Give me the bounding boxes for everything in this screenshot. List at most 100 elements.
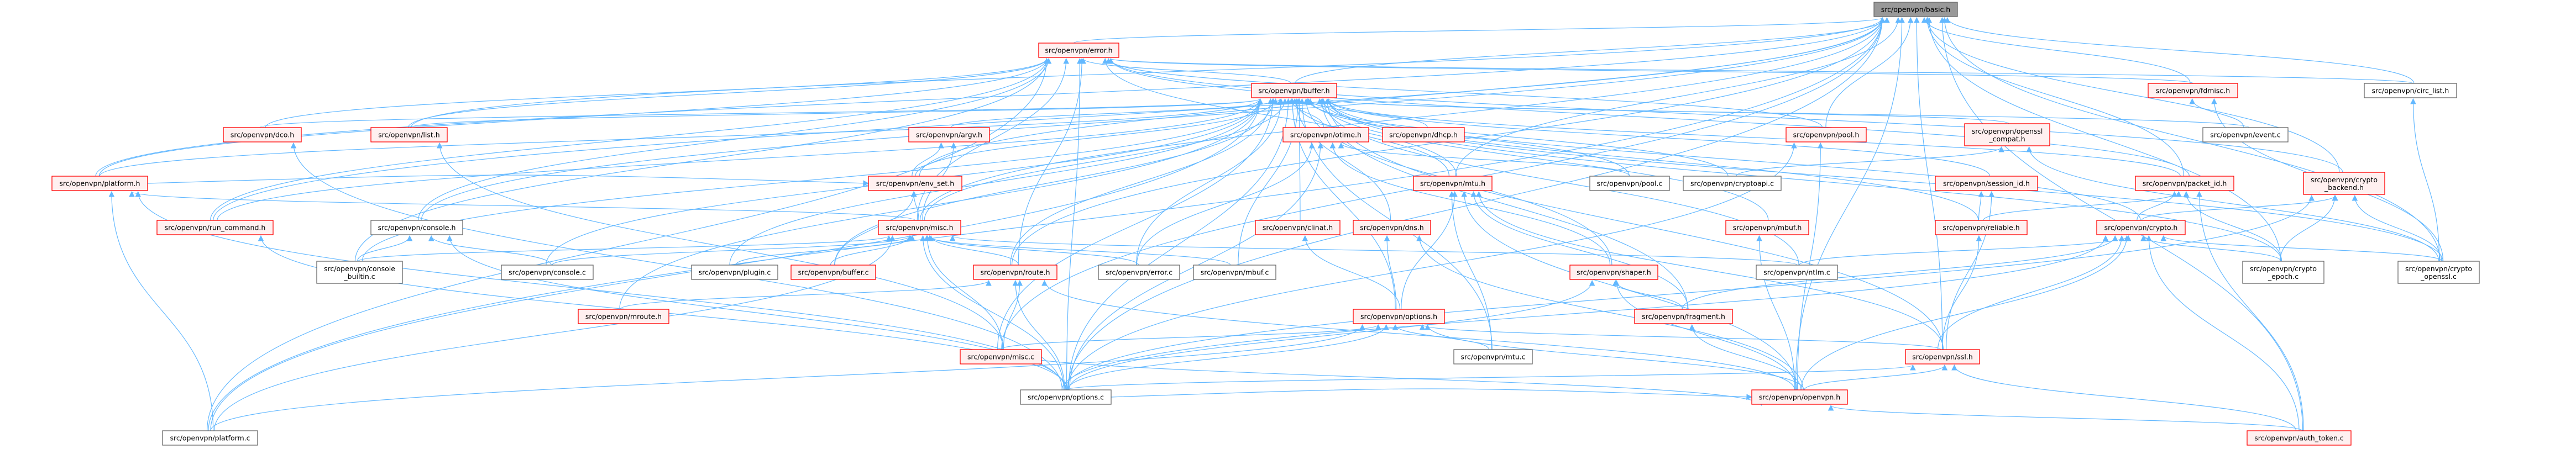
node-event-c[interactable]: src/openvpn/event.c	[2202, 127, 2289, 142]
edge-misc-h-to-error-h	[917, 57, 1070, 221]
node-mbuf-h[interactable]: src/openvpn/mbuf.h	[1725, 220, 1809, 235]
node-options-h[interactable]: src/openvpn/options.h	[1353, 309, 1445, 324]
node-box	[1905, 349, 1980, 365]
node-crypto-openssl-c[interactable]: src/openvpn/crypto_openssl.c	[2397, 261, 2480, 284]
node-dhcp-h[interactable]: src/openvpn/dhcp.h	[1382, 127, 1465, 142]
node-mbuf-c[interactable]: src/openvpn/mbuf.c	[1193, 265, 1276, 280]
edge-circ-list-h-to-error-h	[1108, 57, 2413, 84]
node-label: src/openvpn/fdmisc.h	[2156, 87, 2230, 95]
edge-options-c-to-openvpn-h	[1111, 388, 1753, 400]
node-route-h[interactable]: src/openvpn/route.h	[973, 265, 1057, 280]
node-label: src/openvpn/otime.h	[1290, 131, 1362, 139]
node-label: src/openvpn/env_set.h	[876, 179, 954, 188]
node-label: src/openvpn/fragment.h	[1642, 313, 1725, 321]
node-ssl-h[interactable]: src/openvpn/ssl.h	[1905, 349, 1980, 365]
node-openssl-compat-h[interactable]: src/openvpn/openssl_compat.h	[1964, 123, 2050, 146]
node-pool-c[interactable]: src/openvpn/pool.c	[1589, 176, 1670, 191]
edge-mbuf-h-to-buffer-h	[1317, 98, 1769, 221]
node-label: src/openvpn/dco.h	[231, 131, 294, 139]
node-mtu-h[interactable]: src/openvpn/mtu.h	[1413, 176, 1493, 191]
node-box	[1098, 265, 1180, 280]
node-label: src/openvpn/basic.h	[1881, 6, 1950, 14]
node-basic-h: src/openvpn/basic.h	[1873, 2, 1958, 17]
edge-mtu-c-to-options-h	[1392, 324, 1490, 350]
node-fragment-h[interactable]: src/openvpn/fragment.h	[1634, 309, 1733, 324]
node-crypto-epoch-c[interactable]: src/openvpn/crypto_epoch.c	[2242, 261, 2324, 284]
node-misc-h[interactable]: src/openvpn/misc.h	[878, 220, 961, 235]
edge-options-c-to-ssl-h	[1066, 364, 1916, 390]
node-platform-c[interactable]: src/openvpn/platform.c	[162, 430, 258, 446]
node-crypto-backend-h[interactable]: src/openvpn/crypto_backend.h	[2303, 172, 2385, 195]
edge-ssl-h-to-options-h	[1420, 324, 1941, 350]
edge-openvpn-h-to-crypto-h	[1800, 235, 2130, 390]
node-pool-h[interactable]: src/openvpn/pool.h	[1786, 127, 1867, 142]
edge-pool-c-to-buffer-h	[1307, 98, 1630, 177]
node-box	[2202, 127, 2289, 142]
node-session-id-h[interactable]: src/openvpn/session_id.h	[1935, 176, 2038, 191]
node-error-h[interactable]: src/openvpn/error.h	[1038, 43, 1119, 58]
node-ntlm-c[interactable]: src/openvpn/ntlm.c	[1756, 265, 1838, 280]
node-label: src/openvpn/list.h	[378, 131, 439, 139]
edge-platform-c-to-error-h	[207, 57, 1050, 431]
node-box	[370, 127, 448, 142]
node-dco-h[interactable]: src/openvpn/dco.h	[223, 127, 302, 142]
node-label: src/openvpn/console.h	[378, 224, 456, 232]
node-console-c[interactable]: src/openvpn/console.c	[501, 265, 594, 280]
node-openvpn-h[interactable]: src/openvpn/openvpn.h	[1751, 389, 1848, 405]
node-label: src/openvpn/platform.h	[59, 179, 140, 188]
node-label: src/openvpn/error.c	[1106, 268, 1172, 277]
edge-platform-c-to-platform-h	[108, 191, 214, 431]
node-mtu-c[interactable]: src/openvpn/mtu.c	[1453, 349, 1533, 365]
edge-auth-token-c-to-openvpn-h	[1828, 404, 2303, 431]
node-shaper-h[interactable]: src/openvpn/shaper.h	[1569, 265, 1658, 280]
edge-env-set-h-to-argv-h	[912, 142, 944, 177]
node-label: src/openvpn/session_id.h	[1943, 179, 2030, 188]
node-plugin-c[interactable]: src/openvpn/plugin.c	[691, 265, 778, 280]
node-mroute-h[interactable]: src/openvpn/mroute.h	[578, 309, 669, 324]
edge-misc-h-to-basic-h	[919, 17, 1886, 221]
node-label: src/openvpn/mtu.h	[1420, 179, 1485, 188]
node-buffer-c[interactable]: src/openvpn/buffer.c	[790, 265, 876, 280]
node-box	[156, 220, 274, 235]
node-reliable-h[interactable]: src/openvpn/reliable.h	[1935, 220, 2028, 235]
node-console-h[interactable]: src/openvpn/console.h	[370, 220, 463, 235]
edge-dco-h-to-buffer-h	[259, 98, 1263, 128]
node-label: src/openvpn/auth_token.c	[2254, 434, 2344, 442]
edge-console-h-to-error-h	[418, 57, 1052, 221]
node-misc-c[interactable]: src/openvpn/misc.c	[960, 349, 1042, 365]
node-fdmisc-h[interactable]: src/openvpn/fdmisc.h	[2148, 83, 2238, 98]
node-run-command-h[interactable]: src/openvpn/run_command.h	[156, 220, 274, 235]
edge-event-c-to-buffer-h	[1325, 98, 2250, 128]
node-env-set-h[interactable]: src/openvpn/env_set.h	[868, 176, 962, 191]
edge-options-c-to-basic-h	[1067, 17, 1886, 390]
node-options-c[interactable]: src/openvpn/options.c	[1020, 389, 1112, 405]
node-auth-token-c[interactable]: src/openvpn/auth_token.c	[2247, 430, 2352, 446]
node-cryptoapi-c[interactable]: src/openvpn/cryptoapi.c	[1683, 176, 1782, 191]
edge-error-c-to-otime-h	[1136, 142, 1315, 266]
edge-fragment-h-to-shaper-h	[1612, 279, 1683, 310]
node-list-h[interactable]: src/openvpn/list.h	[370, 127, 448, 142]
node-box	[908, 127, 990, 142]
node-label: src/openvpn/openssl	[1972, 127, 2043, 135]
node-error-c[interactable]: src/openvpn/error.c	[1098, 265, 1180, 280]
node-argv-h[interactable]: src/openvpn/argv.h	[908, 127, 990, 142]
node-label: src/openvpn/error.h	[1045, 46, 1112, 55]
node-dns-h[interactable]: src/openvpn/dns.h	[1353, 220, 1431, 235]
node-buffer-h[interactable]: src/openvpn/buffer.h	[1251, 83, 1337, 98]
edge-console-builtin-c-to-buffer-h	[362, 98, 1263, 262]
edge-plugin-c-to-buffer-h	[729, 98, 1263, 266]
node-label: src/openvpn/mbuf.c	[1201, 268, 1269, 277]
node-circ-list-h[interactable]: src/openvpn/circ_list.h	[2364, 83, 2457, 98]
node-console-builtin-c[interactable]: src/openvpn/console_builtin.c	[316, 261, 403, 284]
edge-circ-list-h-to-basic-h	[1944, 17, 2415, 84]
node-clinat-h[interactable]: src/openvpn/clinat.h	[1255, 220, 1341, 235]
node-packet-id-h[interactable]: src/openvpn/packet_id.h	[2135, 176, 2234, 191]
node-crypto-h[interactable]: src/openvpn/crypto.h	[2096, 220, 2186, 235]
edge-ssl-h-to-crypto-h	[1938, 235, 2125, 350]
node-label: src/openvpn/mbuf.h	[1733, 224, 1802, 232]
node-platform-h[interactable]: src/openvpn/platform.h	[51, 176, 148, 191]
node-label: src/openvpn/packet_id.h	[2143, 179, 2227, 188]
node-otime-h[interactable]: src/openvpn/otime.h	[1282, 127, 1369, 142]
edge-dco-h-to-error-h	[265, 57, 1050, 128]
